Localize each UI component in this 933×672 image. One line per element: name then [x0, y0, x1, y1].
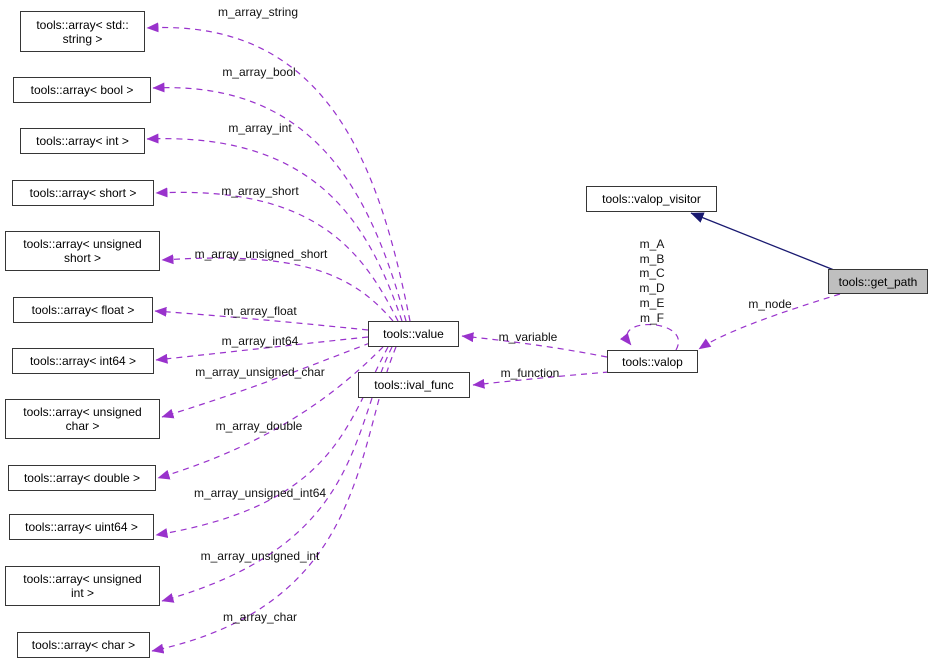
node-tools-array-unsigned-char[interactable]: tools::array< unsigned char > [5, 399, 160, 439]
node-tools-valop[interactable]: tools::valop [607, 350, 698, 373]
edge-label-m-array-short: m_array_short [221, 184, 299, 198]
node-tools-array-unsigned-short[interactable]: tools::array< unsigned short > [5, 231, 160, 271]
node-tools-array-int64[interactable]: tools::array< int64 > [12, 348, 154, 374]
edge-m-array-float [154, 306, 369, 331]
node-tools-valop-visitor[interactable]: tools::valop_visitor [586, 186, 717, 212]
edge-label-m-array-unsigned-int64: m_array_unsigned_int64 [193, 486, 327, 500]
edge-m-array-int64 [155, 336, 369, 364]
edge-label-m-array-string: m_array_string [217, 5, 299, 19]
edge-valop-self-loop [619, 323, 680, 351]
node-tools-array-double[interactable]: tools::array< double > [8, 465, 156, 491]
edge-m-array-unsigned-short [161, 254, 394, 322]
node-tools-array-short[interactable]: tools::array< short > [12, 180, 154, 206]
node-tools-get-path[interactable]: tools::get_path [828, 269, 928, 294]
node-tools-array-uint64[interactable]: tools::array< uint64 > [9, 514, 154, 540]
edge-label-m-array-unsigned-char: m_array_unsigned_char [195, 365, 325, 379]
edge-label-m-node: m_node [748, 297, 792, 311]
edge-label-valop-self-fields: m_A m_B m_C m_D m_E m_F [639, 236, 665, 325]
edge-label-m-variable: m_variable [498, 330, 558, 344]
edge-inheritance-get-path-valop-visitor [690, 212, 835, 271]
node-tools-array-bool[interactable]: tools::array< bool > [13, 77, 151, 103]
edge-label-m-function: m_function [500, 366, 560, 380]
edge-label-m-array-unsigned-int: m_array_unsigned_int [200, 549, 320, 563]
edge-m-array-unsigned-char [161, 342, 371, 419]
edge-label-m-array-double: m_array_double [215, 419, 303, 433]
edge-label-m-array-bool: m_array_bool [222, 65, 296, 79]
edge-m-array-bool [152, 82, 407, 322]
edge-label-m-array-unsigned-short: m_array_unsigned_short [194, 247, 328, 261]
edge-label-m-array-int64: m_array_int64 [221, 334, 299, 348]
edge-m-array-double [157, 346, 384, 480]
node-tools-array-char[interactable]: tools::array< char > [17, 632, 150, 658]
edge-label-m-array-int: m_array_int [228, 121, 292, 135]
edge-label-m-array-float: m_array_float [223, 304, 297, 318]
node-tools-array-int[interactable]: tools::array< int > [20, 128, 145, 154]
edge-label-m-array-char: m_array_char [222, 610, 298, 624]
node-tools-array-float[interactable]: tools::array< float > [13, 297, 153, 323]
node-tools-ival-func[interactable]: tools::ival_func [358, 372, 470, 398]
edge-m-array-string [146, 22, 411, 322]
edge-m-function [472, 371, 610, 389]
node-tools-array-std-string[interactable]: tools::array< std:: string > [20, 11, 145, 52]
node-tools-array-unsigned-int[interactable]: tools::array< unsigned int > [5, 566, 160, 606]
edge-m-array-int [146, 133, 403, 322]
node-tools-value[interactable]: tools::value [368, 321, 459, 347]
